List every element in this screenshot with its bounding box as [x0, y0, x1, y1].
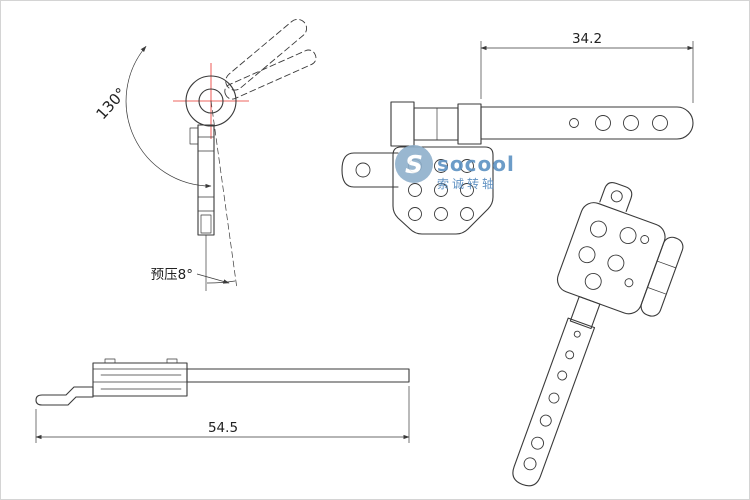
profile-tab: [35, 386, 94, 406]
tilted-arm: [512, 317, 596, 487]
tilted-arm-holes: [523, 330, 581, 471]
profile-view: 54.5: [35, 358, 410, 443]
watermark-logo-letter: S: [405, 150, 423, 179]
closed-bracket-profile: [189, 124, 215, 291]
preload-angle-arc: [206, 280, 236, 284]
preload-label: 预压8°: [151, 267, 193, 283]
profile-arm: [186, 368, 410, 383]
tilted-tab-hole: [610, 190, 623, 203]
tilted-plate: [556, 202, 666, 315]
tilted-arm-neck: [569, 296, 601, 330]
hinge-barrel: [390, 101, 482, 147]
side-tab-outline: [341, 152, 399, 188]
tilted-tab: [599, 182, 633, 213]
arm-top-outline: [480, 106, 694, 140]
dim-54-5-label: 54.5: [208, 420, 238, 436]
tilted-plate-holes: [578, 220, 650, 290]
open-arm-phantom-130: [225, 18, 308, 91]
watermark-logo-circle: [395, 145, 433, 183]
tilted-barrel: [640, 236, 684, 317]
arm-holes: [569, 115, 668, 131]
dim-54-5: 54.5: [35, 386, 410, 443]
watermark: S socool 索诚转轴: [395, 145, 515, 191]
dim-34-2-label: 34.2: [572, 31, 602, 47]
side-tab-hole: [355, 162, 371, 178]
preload-phantom-line: [210, 100, 238, 290]
rotation-angle-label: 130°: [93, 84, 131, 123]
watermark-brand-cn: 索诚转轴: [437, 176, 497, 191]
rotation-arc: [125, 45, 212, 189]
watermark-brand: socool: [437, 152, 515, 176]
rotation-view: 130° 预压8°: [93, 18, 317, 291]
top-view: 34.2: [341, 31, 694, 235]
profile-bracket: [92, 358, 188, 397]
tilted-view: [512, 182, 684, 487]
mount-plate-outline: [392, 146, 494, 235]
dim-34-2: 34.2: [480, 31, 694, 103]
preload-leader: [196, 273, 230, 284]
open-arm-phantom-limit: [224, 49, 317, 100]
